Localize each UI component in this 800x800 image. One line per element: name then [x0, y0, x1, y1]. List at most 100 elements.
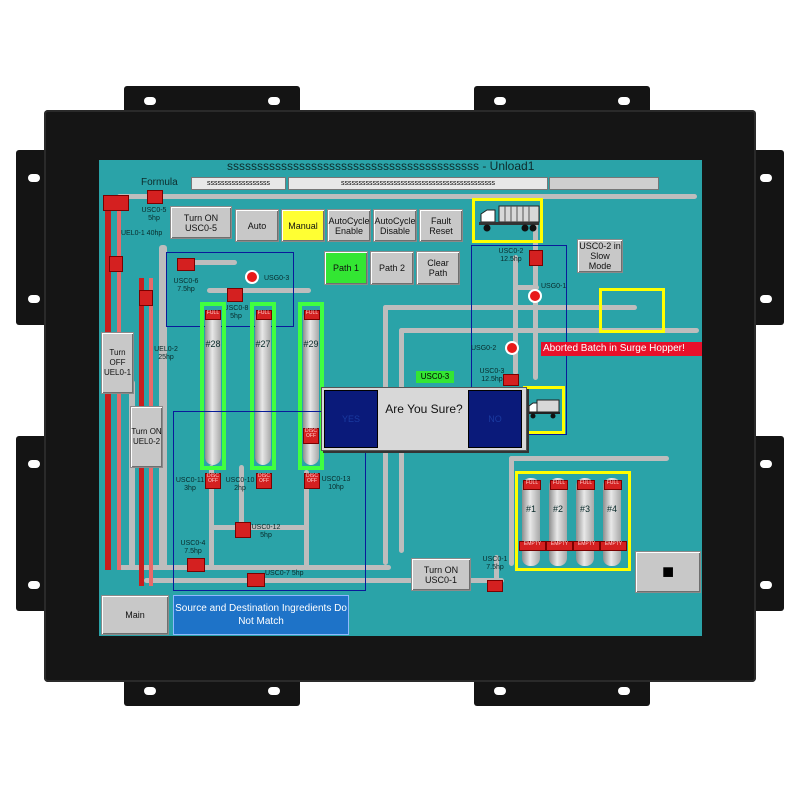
mount-hole [144, 97, 156, 105]
turn-off-uel01-button[interactable]: Turn OFF UEL0-1 [101, 332, 134, 394]
path-2-button[interactable]: Path 2 [370, 251, 414, 285]
usg02-label: USG0-2 [471, 345, 497, 352]
pipe [191, 260, 237, 265]
bin-27-label: #27 [255, 339, 271, 349]
autocycle-disable-button[interactable]: AutoCycle Disable [373, 209, 417, 242]
confirm-question: Are You Sure? [385, 402, 463, 416]
formula-label: Formula [141, 177, 178, 188]
usc012-label: USC0-12 5hp [251, 524, 281, 539]
path-1-button[interactable]: Path 1 [324, 251, 368, 285]
truck-highlight-box [472, 198, 543, 243]
bin-27-full-tag: FULL [256, 310, 272, 320]
usc02-label: USC0-2 12.5hp [498, 248, 524, 263]
bin-1-tank [522, 478, 540, 566]
usc011-label: USC0-11 3hp [175, 477, 205, 492]
mount-hole [28, 581, 40, 589]
ingredient-mismatch-alarm: Source and Destination Ingredients Do No… [173, 595, 349, 635]
pipe [159, 245, 167, 570]
pipe [513, 285, 539, 290]
disc-status-tag [227, 288, 243, 302]
usc03-label: USC0-3 12.5hp [479, 368, 505, 383]
mount-hole [144, 687, 156, 695]
pipe [494, 555, 499, 585]
diverter-valve-icon [247, 272, 257, 282]
mount-hole [494, 97, 506, 105]
motor-status-tag [247, 573, 265, 587]
bin-28-disc-off-tag: DISC OFF [205, 473, 221, 489]
turn-on-usc05-button[interactable]: Turn ON USC0-5 [170, 206, 232, 239]
usc03-status-box: USC0-3 [416, 371, 454, 383]
bin-1-label: #1 [525, 504, 536, 514]
motor-status-tag [177, 258, 195, 271]
turn-on-usc01-button[interactable]: Turn ON USC0-1 [411, 558, 471, 591]
bin-2-full-tag: FULL [550, 480, 568, 490]
formula-field-3[interactable] [549, 177, 659, 190]
bin-28-full-tag: FULL [205, 310, 221, 320]
motor-status-tag [235, 522, 251, 538]
bin-3-tank [576, 478, 594, 566]
pipe [209, 465, 214, 570]
bin-1-full-tag: FULL [523, 480, 541, 490]
usc010-label: USC0-10 2hp [225, 477, 255, 492]
header-bar [99, 160, 702, 174]
pipe [129, 380, 135, 570]
yes-label: YES [341, 414, 360, 424]
stop-button[interactable]: ■ [635, 551, 701, 593]
clear-path-button[interactable]: Clear Path [416, 251, 460, 285]
mount-hole [28, 174, 40, 182]
pipe [209, 525, 309, 530]
pipe [383, 305, 637, 310]
formula-field-1[interactable]: ssssssssssssssssss [191, 177, 286, 190]
mount-hole [760, 295, 772, 303]
mount-hole [28, 460, 40, 468]
main-button[interactable]: Main [101, 595, 169, 635]
mount-hole [268, 687, 280, 695]
bins-1-4-highlight-box [515, 471, 631, 571]
fault-reset-button[interactable]: Fault Reset [419, 209, 463, 242]
screen-title: ssssssssssssssssssssssssssssssssssssssss… [227, 160, 535, 173]
pipe [509, 456, 669, 461]
disc-status-tag [529, 250, 543, 266]
confirm-yes-button[interactable]: YES [324, 390, 378, 448]
mount-hole [28, 295, 40, 303]
motor-status-tag [147, 190, 163, 204]
bin-29-outline [298, 302, 324, 470]
turn-on-uel02-button[interactable]: Turn ON UEL0-2 [130, 406, 163, 468]
pipe [513, 255, 518, 375]
bin-28-outline [200, 302, 226, 470]
motor-status-tag [103, 195, 129, 211]
bin-29-label: #29 [303, 339, 319, 349]
usc05-label: USC0-5 5hp [141, 207, 167, 222]
pipe [509, 456, 514, 566]
bin-29-full-tag: FULL [304, 310, 320, 320]
bin-29-disc-off-tag-2: DISC OFF [304, 473, 320, 489]
pipe [117, 194, 697, 199]
bin-4-full-tag: FULL [604, 480, 622, 490]
pipe [207, 288, 311, 293]
confirm-no-button[interactable]: NO [468, 390, 522, 448]
diverter-valve-icon [530, 291, 540, 301]
usc04-label: USC0-4 7.5hp [180, 540, 206, 555]
auto-button[interactable]: Auto [235, 209, 279, 242]
mount-hole [760, 460, 772, 468]
autocycle-enable-button[interactable]: AutoCycle Enable [327, 209, 371, 242]
bin-4-empty-tag: EMPTY [600, 541, 627, 551]
disc-status-tag [503, 374, 519, 386]
diverter-valve-icon [507, 343, 517, 353]
uel01-label: UEL0-1 40hp [121, 230, 163, 237]
bin-3-empty-tag: EMPTY [573, 541, 600, 551]
mount-hole [618, 97, 630, 105]
usc02-slow-mode-button[interactable]: USC0-2 in Slow Mode [577, 239, 623, 273]
bin-2-label: #2 [552, 504, 563, 514]
usc08-label: USC0-8 5hp [223, 305, 249, 320]
confirm-dialog: YES Are You Sure? NO [321, 387, 527, 451]
formula-field-2[interactable]: ssssssssssssssssssssssssssssssssssssssss… [288, 177, 548, 190]
manual-button[interactable]: Manual [281, 209, 325, 242]
mount-hole [760, 581, 772, 589]
bin-2-tank [549, 478, 567, 566]
usc07-label: USC0-7 5hp [265, 570, 304, 577]
pipe [144, 578, 504, 583]
bin-4-tank [603, 478, 621, 566]
usc06-label: USC0-6 7.5hp [173, 278, 199, 293]
disc-status-tag [109, 256, 123, 272]
